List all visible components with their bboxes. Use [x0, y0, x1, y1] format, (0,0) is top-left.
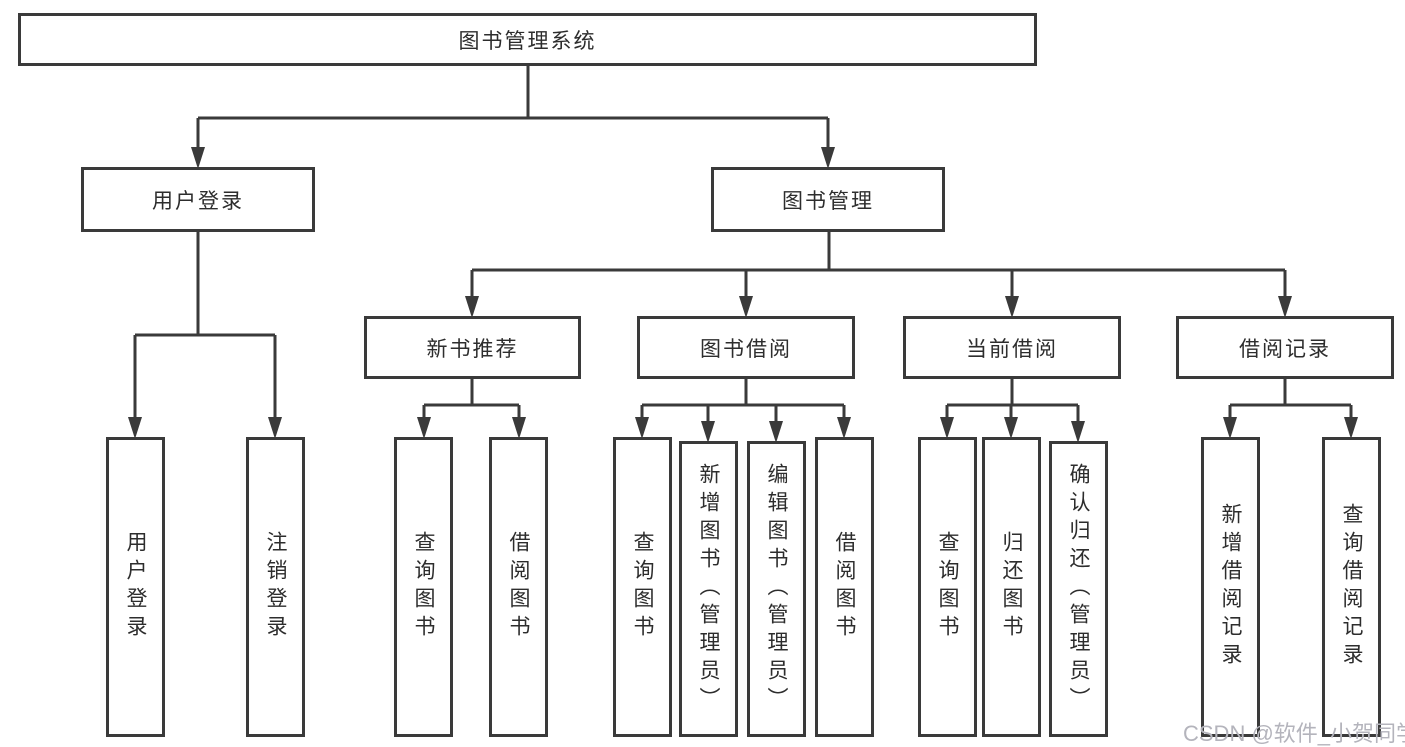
node-book-management: 图书管理 — [711, 167, 945, 232]
node-label: 归还图书 — [1000, 531, 1023, 643]
node-label: 借阅图书 — [507, 531, 530, 643]
node-label: 新增图书（管理员） — [697, 463, 720, 715]
node-label: 查询图书 — [936, 531, 959, 643]
arrowheads — [128, 147, 1358, 443]
node-label: 新书推荐 — [426, 337, 519, 361]
leaf-query-book-current: 查询图书 — [918, 437, 977, 737]
leaf-add-book-admin: 新增图书（管理员） — [679, 441, 738, 737]
node-user-login: 用户登录 — [81, 167, 315, 232]
node-label: 借阅图书 — [833, 531, 856, 643]
node-label: 新增借阅记录 — [1219, 503, 1242, 671]
node-new-book-recommend: 新书推荐 — [364, 316, 581, 379]
node-label: 借阅记录 — [1239, 337, 1331, 361]
node-label: 查询图书 — [412, 531, 435, 643]
leaf-borrow-book-borrowing: 借阅图书 — [815, 437, 874, 737]
node-label: 查询图书 — [631, 531, 654, 643]
node-label: 确认归还（管理员） — [1067, 463, 1090, 715]
leaf-return-book: 归还图书 — [982, 437, 1041, 737]
leaf-logout: 注销登录 — [246, 437, 305, 737]
node-label: 图书借阅 — [700, 337, 792, 361]
node-current-borrowing: 当前借阅 — [903, 316, 1121, 379]
leaf-query-book-borrowing: 查询图书 — [613, 437, 672, 737]
node-label: 查询借阅记录 — [1340, 503, 1363, 671]
node-label: 用户登录 — [124, 531, 147, 643]
node-label: 图书管理 — [782, 189, 874, 213]
node-label: 图书管理系统 — [458, 29, 597, 53]
leaf-user-login: 用户登录 — [106, 437, 165, 737]
node-label: 用户登录 — [152, 189, 244, 213]
node-label: 注销登录 — [264, 531, 287, 643]
csdn-watermark: CSDN @软件_小贺同学 — [1183, 721, 1405, 746]
leaf-borrow-book-recommend: 借阅图书 — [489, 437, 548, 737]
node-label: 当前借阅 — [966, 337, 1058, 361]
leaf-add-borrow-record: 新增借阅记录 — [1201, 437, 1260, 737]
leaf-query-borrow-record: 查询借阅记录 — [1322, 437, 1381, 737]
leaf-query-book-recommend: 查询图书 — [394, 437, 453, 737]
leaf-confirm-return-admin: 确认归还（管理员） — [1049, 441, 1108, 737]
leaf-edit-book-admin: 编辑图书（管理员） — [747, 441, 806, 737]
node-label: 编辑图书（管理员） — [765, 463, 788, 715]
node-book-borrowing: 图书借阅 — [637, 316, 855, 379]
node-borrowing-records: 借阅记录 — [1176, 316, 1394, 379]
node-root-library-system: 图书管理系统 — [18, 13, 1037, 66]
